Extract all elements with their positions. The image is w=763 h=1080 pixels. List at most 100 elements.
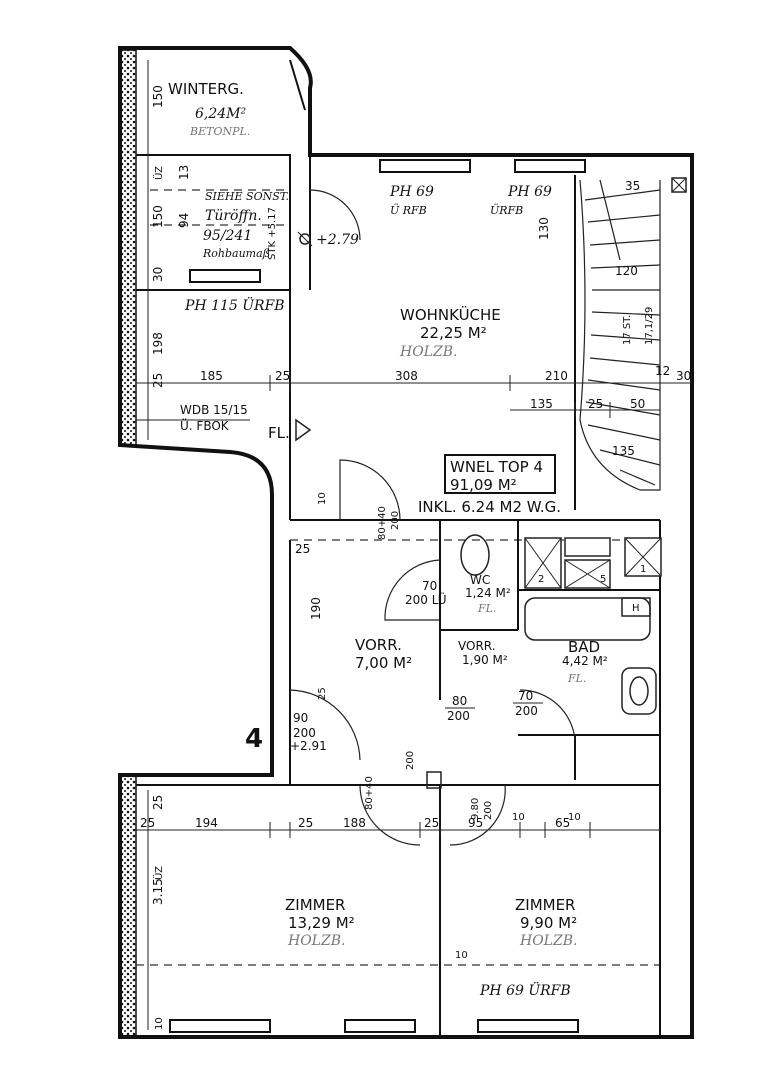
door-wk-h: 200 [390, 511, 401, 530]
bad-name: BAD [568, 638, 600, 656]
fixture-5-label: 5 [600, 574, 606, 585]
winterg-area: 6,24M² [195, 106, 247, 122]
dim-ticks [269, 375, 611, 838]
dim-h198: 198 [151, 332, 165, 355]
dim-w65: 65 [555, 816, 570, 830]
fl-arrow [295, 418, 312, 442]
door-wg [309, 189, 361, 241]
fixture-2-label: 2 [538, 574, 544, 585]
wc-area: 1,24 M² [465, 586, 511, 600]
dim-w95: 95 [468, 816, 483, 830]
window-z1-1 [169, 1019, 271, 1033]
ph-mid: PH 115 ÜRFB [184, 296, 285, 314]
dim-w10c: 10 [455, 950, 468, 961]
door-entry-h: 200 [293, 726, 316, 740]
rfb-wk2: ÜRFB [490, 203, 523, 217]
dim-h150b: 150 [151, 205, 165, 228]
wohnkueche-floor: HOLZB. [399, 344, 457, 360]
dim-h25a: 25 [151, 373, 165, 388]
dim-w10b: 10 [568, 812, 581, 823]
window-z2 [477, 1019, 579, 1033]
zimmer2-area: 9,90 M² [520, 914, 577, 932]
stk-label: STK +5.17 [267, 207, 278, 260]
vorr2-area: 1,90 M² [462, 653, 508, 667]
door-entry-w: 90 [293, 711, 308, 725]
stair-label-1: 17 ST. [622, 315, 633, 345]
dim-h25b: 25 [151, 795, 165, 810]
dim-w30: 30 [676, 369, 691, 383]
note-1: SIEHE SONST. [205, 190, 289, 203]
dim-w25e: 25 [424, 816, 439, 830]
door-z2 [449, 784, 506, 846]
wc-floor: FL. [477, 602, 496, 615]
apartment-box [444, 454, 556, 494]
zimmer1-name: ZIMMER [285, 896, 345, 914]
bad-area: 4,42 M² [562, 654, 608, 668]
zimmer1-floor: HOLZB. [287, 933, 345, 949]
wall-hatch-left-bottom [119, 774, 137, 1038]
dim-h150a: 150 [151, 85, 165, 108]
ph-wk1: PH 69 [389, 184, 434, 200]
wc-toilet [460, 534, 490, 576]
vorr2-name: VORR. [458, 639, 496, 653]
wohnkueche-area: 22,25 M² [420, 324, 487, 342]
door-z1 [359, 784, 421, 846]
wintergarden-wall [136, 154, 291, 291]
dim-h10b: 10 [317, 492, 328, 505]
dim-uz1: ÜZ [152, 166, 165, 180]
door-vorr1-h: 200 [447, 709, 470, 723]
door-vorr1-w: 80 [452, 694, 467, 708]
door-vorr2 [519, 689, 576, 741]
vorr1-name: VORR. [355, 636, 402, 654]
wall-hatch-left-top [119, 49, 137, 446]
zimmer1-area: 13,29 M² [288, 914, 355, 932]
ph-wk2: PH 69 [507, 184, 552, 200]
window-wk-2 [514, 159, 586, 173]
winterg-name: WINTERG. [168, 80, 244, 98]
door-z1-h: 200 [405, 751, 416, 770]
bath-tap [621, 597, 651, 617]
zimmer2-name: ZIMMER [515, 896, 575, 914]
dim-w130: 130 [537, 217, 551, 240]
door-z1-w: 80+40 [364, 776, 375, 810]
door-wc-h: 200 LÜ [405, 591, 447, 607]
dim-w35: 35 [625, 179, 640, 193]
wdb-label: WDB 15/15 [180, 403, 248, 417]
ph-bottom: PH 69 ÜRFB [479, 981, 571, 999]
level-1: +2.79 [316, 232, 359, 248]
dim-w185: 185 [200, 369, 223, 383]
rfb-wk1: Ü RFB [390, 203, 427, 217]
shaft-small [564, 537, 611, 557]
dim-w10a: 10 [512, 812, 525, 823]
dim-h13: 13 [177, 165, 191, 180]
dim-w25b: 25 [588, 397, 603, 411]
unit-number: 4 [245, 724, 263, 754]
dim-w25a: 25 [275, 369, 290, 383]
staircase [579, 179, 661, 491]
dim-w135a: 135 [530, 397, 553, 411]
bad-sink [621, 667, 657, 715]
door-z2-h: 200 [483, 801, 494, 820]
wohnkueche-name: WOHNKÜCHE [400, 305, 501, 324]
note-4: Rohbaumaß [202, 247, 270, 260]
dim-w12: 12 [655, 364, 670, 378]
dim-w50: 50 [630, 397, 645, 411]
bathtub [524, 597, 651, 641]
door-vorr2-h: 200 [515, 704, 538, 718]
bad-floor: FL. [567, 672, 586, 685]
dim-h315: 3.15 [151, 878, 165, 905]
wc-name: WC [470, 573, 490, 587]
window-mid [189, 269, 261, 283]
apartment-name: WNEL TOP 4 [450, 458, 543, 476]
door-vorr2-w: 70 [518, 689, 533, 703]
outer-wall [118, 46, 694, 1039]
vorr1-area: 7,00 M² [355, 654, 412, 672]
door-wk [339, 459, 401, 521]
pillar [426, 771, 442, 789]
stair-label-2: 17,1/29 [644, 307, 655, 345]
dim-uz2: ÜZ [152, 866, 165, 880]
stair-steps [584, 179, 661, 486]
wg-window [289, 59, 306, 111]
bath-tap-label: H [632, 603, 640, 614]
dim-w194: 194 [195, 816, 218, 830]
